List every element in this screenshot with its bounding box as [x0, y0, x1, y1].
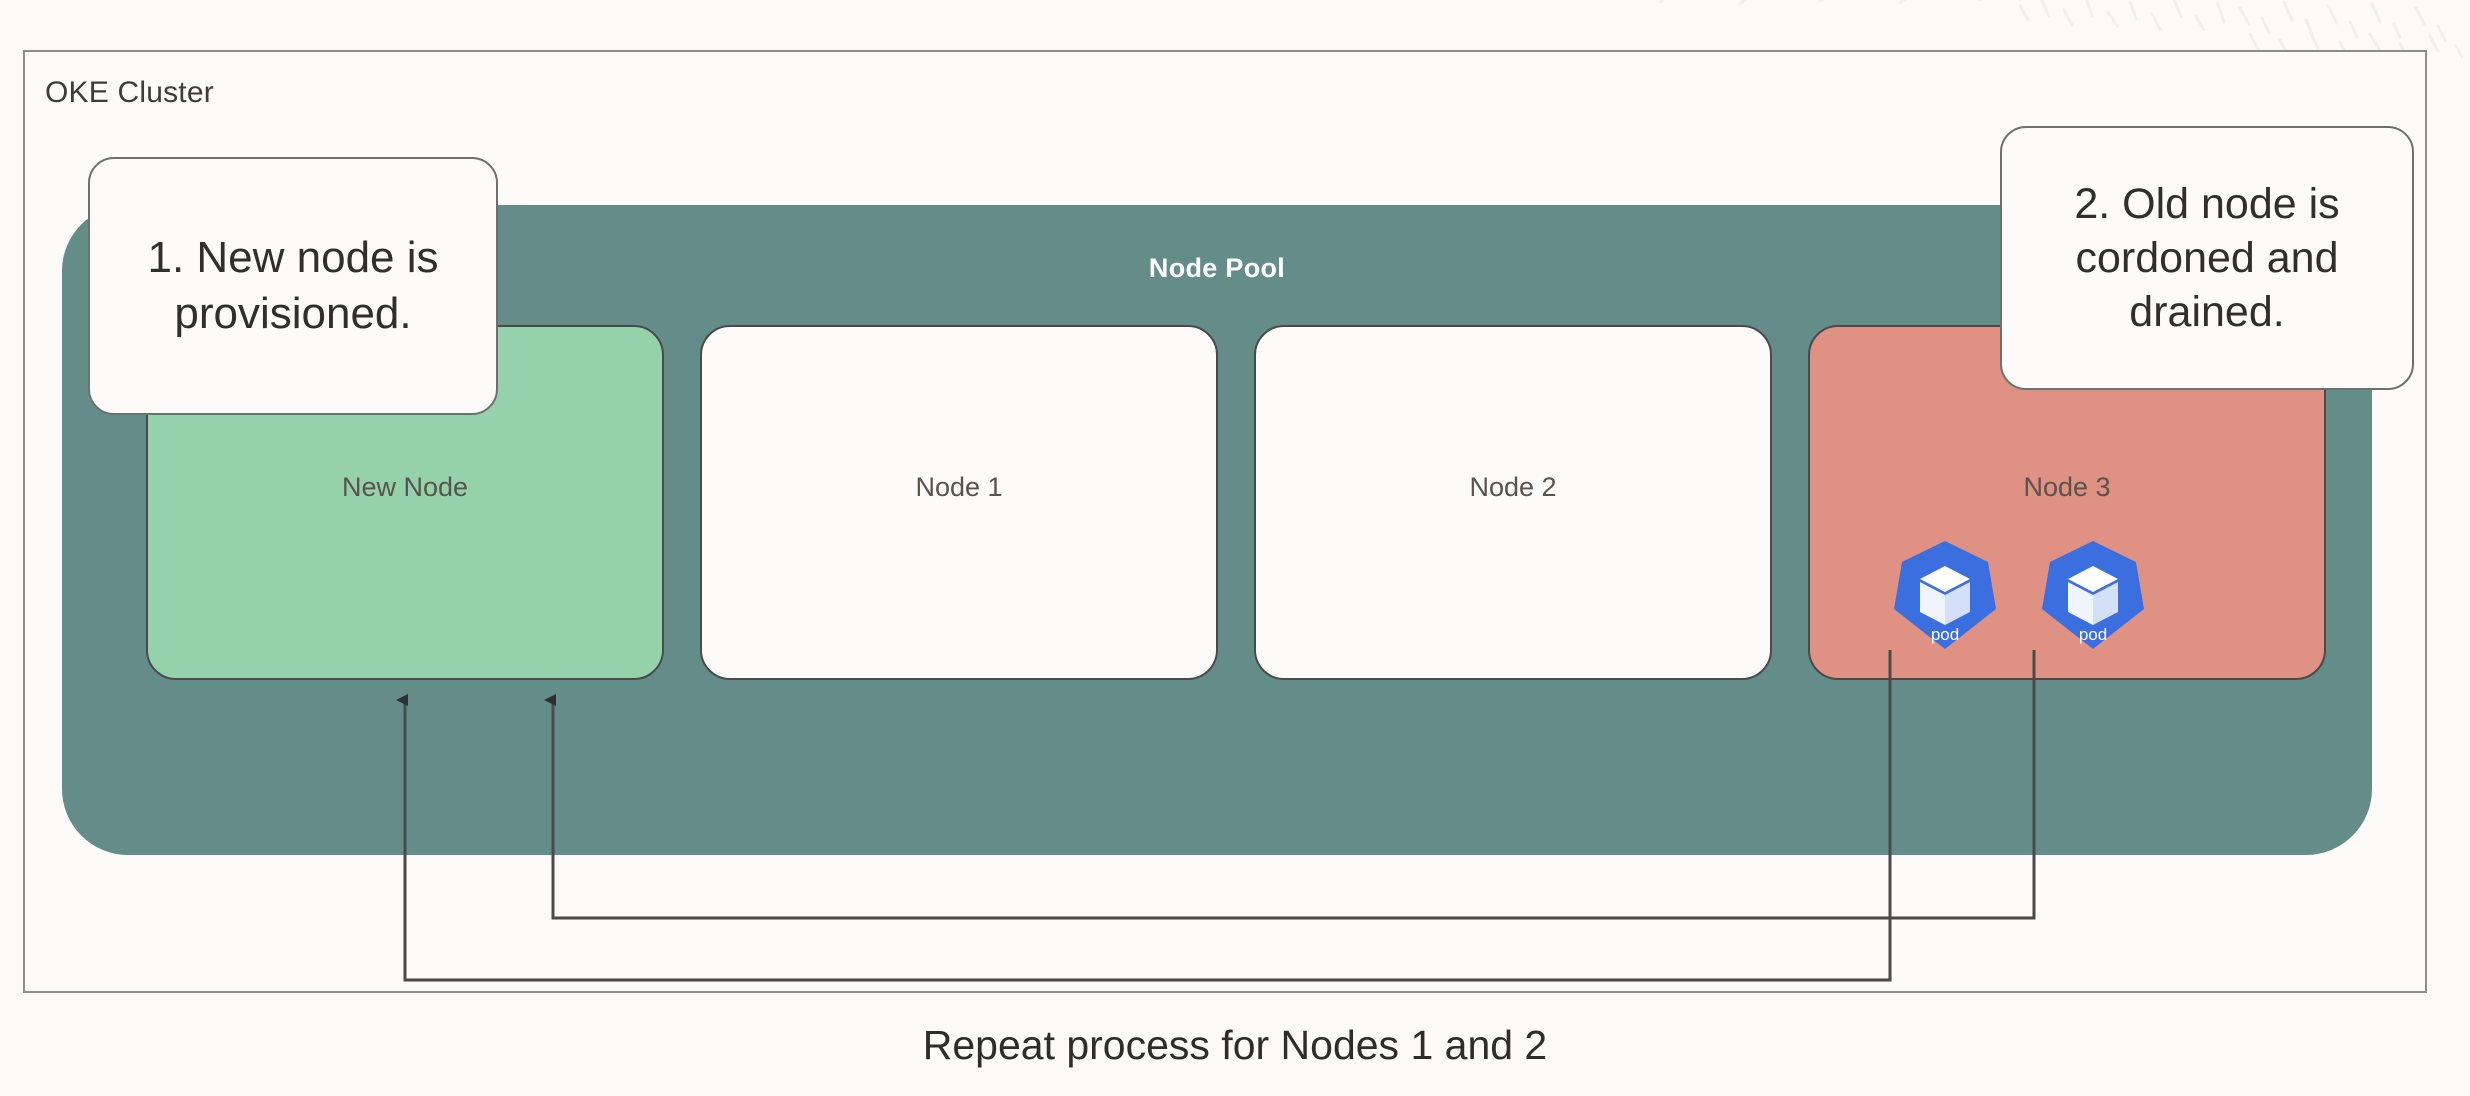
callout-step-1-text: 1. New node is provisioned.: [147, 232, 439, 338]
pod-icon[interactable]: pod: [2040, 539, 2146, 651]
callout-step-2-text: 2. Old node is cordoned and drained.: [2074, 179, 2340, 337]
node-label: New Node: [341, 472, 469, 502]
cluster-title: OKE Cluster: [45, 76, 214, 109]
node-pool-label: Node Pool: [1148, 253, 1286, 283]
node-label: Node 1: [915, 472, 1003, 502]
svg-text:pod: pod: [1931, 625, 1959, 644]
diagram-caption: Repeat process for Nodes 1 and 2: [922, 1022, 1548, 1068]
node-box-node-2[interactable]: Node 2: [1254, 325, 1772, 680]
node-box-node-1[interactable]: Node 1: [700, 325, 1218, 680]
svg-text:pod: pod: [2079, 625, 2107, 644]
node-label: Node 3: [2023, 472, 2111, 502]
callout-step-1: 1. New node is provisioned.: [88, 157, 498, 415]
node-label: Node 2: [1469, 472, 1557, 502]
pod-icon[interactable]: pod: [1892, 539, 1998, 651]
callout-step-2: 2. Old node is cordoned and drained.: [2000, 126, 2414, 390]
